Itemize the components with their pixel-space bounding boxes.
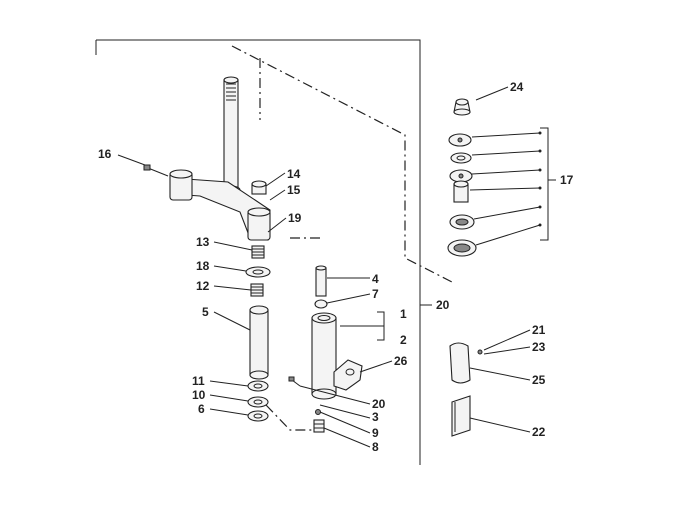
ring-7	[314, 299, 328, 309]
rod-4	[315, 265, 327, 297]
assembly-bracket	[96, 39, 421, 465]
centerline-bottom	[265, 404, 320, 431]
callout-8: 8	[372, 440, 379, 454]
callout-2: 2	[400, 333, 407, 347]
callout-11: 11	[192, 374, 205, 388]
callout-14: 14	[287, 167, 301, 181]
callout-6: 6	[198, 402, 205, 416]
bearing-leaders	[469, 132, 541, 246]
leader-lines	[117, 86, 531, 448]
callout-22: 22	[532, 425, 546, 439]
callout-7: 7	[372, 287, 379, 301]
slider-tube	[311, 312, 337, 400]
callout-15: 15	[287, 183, 301, 197]
pin-20	[288, 376, 301, 387]
washer-10	[247, 396, 269, 408]
callout-9: 9	[372, 426, 379, 440]
bearing-stack-17	[447, 133, 477, 257]
fork-tube-5	[249, 305, 269, 380]
callout-20-pin: 20	[372, 397, 386, 411]
callout-20-bracket: 20	[436, 298, 450, 312]
pin-23	[477, 349, 483, 355]
washer-18	[245, 266, 271, 278]
bearing-leader-dots	[538, 131, 542, 227]
screw-9	[315, 409, 321, 415]
callout-labels: 1 2 3 4 5 6 7 8 9 10 11 12 13 14 15 16 1…	[98, 80, 574, 454]
washer-6	[247, 410, 269, 422]
callout-24: 24	[510, 80, 524, 94]
callout-4: 4	[372, 272, 379, 286]
cover-25	[449, 342, 471, 384]
bracket-17	[540, 127, 549, 241]
washer-11	[247, 380, 269, 392]
bolt-16	[143, 164, 169, 177]
callout-21: 21	[532, 323, 546, 337]
nut-8	[313, 419, 325, 433]
callout-1: 1	[400, 307, 407, 321]
bracket-26	[333, 359, 363, 391]
callout-13: 13	[196, 235, 210, 249]
callout-23: 23	[532, 340, 546, 354]
callout-19: 19	[288, 211, 302, 225]
steering-column	[221, 76, 241, 195]
callout-25: 25	[532, 373, 546, 387]
callout-10: 10	[192, 388, 206, 402]
plate-22	[451, 395, 471, 437]
callout-16: 16	[98, 147, 112, 161]
callout-12: 12	[196, 279, 210, 293]
centerline-right	[231, 45, 453, 283]
nut-14	[251, 180, 267, 195]
callout-17: 17	[560, 173, 574, 187]
spring-13	[251, 245, 265, 259]
callout-5: 5	[202, 305, 209, 319]
callout-26: 26	[394, 354, 408, 368]
cap-24	[453, 98, 471, 116]
spring-12	[250, 283, 264, 297]
callout-3: 3	[372, 410, 379, 424]
callout-18: 18	[196, 259, 210, 273]
fork-yoke	[169, 169, 271, 241]
